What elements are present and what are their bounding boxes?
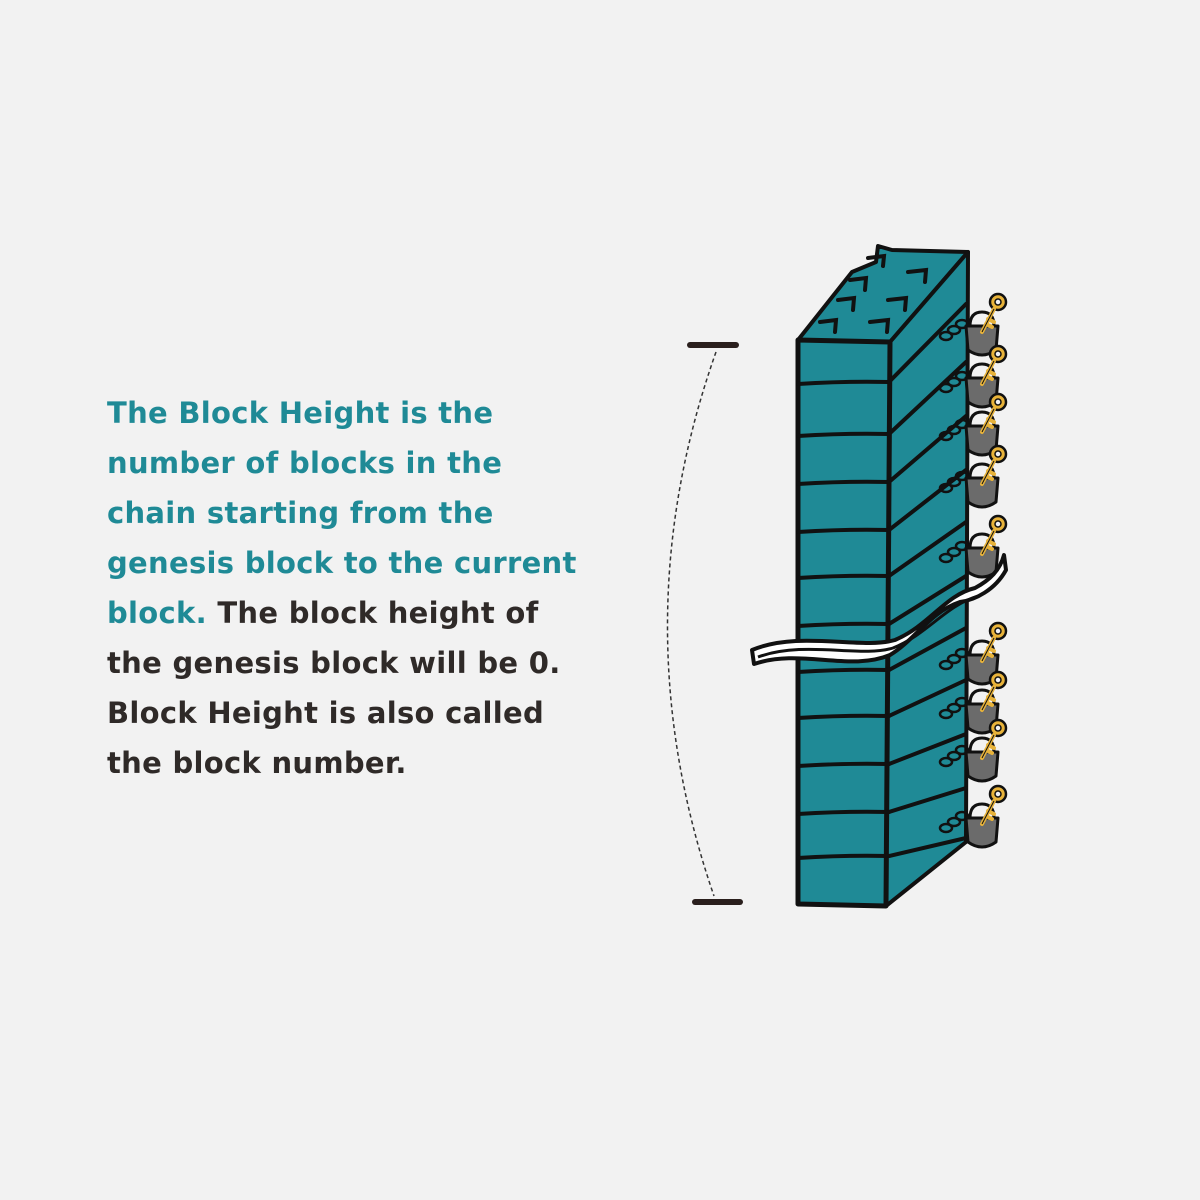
block-side-divider (887, 302, 968, 384)
block-side-divider (887, 626, 968, 672)
block-height-description: The Block Height is the number of blocks… (107, 388, 577, 788)
height-bracket-icon (666, 342, 743, 905)
stack-of-blocks-icon (795, 244, 970, 909)
padlock-icon (938, 392, 1008, 457)
wavy-break-icon (750, 553, 1008, 666)
block-divider (796, 809, 891, 816)
block-side-divider (887, 574, 968, 626)
description-line: the block number. (107, 746, 407, 780)
description-line: Block Height is also called (107, 696, 545, 730)
block-divider (796, 573, 891, 580)
block-side-divider (887, 786, 968, 814)
block-side-divider (887, 468, 968, 532)
description-line: chain starting from the (107, 496, 494, 530)
padlock-icon (938, 718, 1008, 783)
block-side-divider (887, 732, 968, 766)
block-divider (796, 853, 891, 860)
block-side-divider (887, 360, 968, 436)
padlock-chain-group (938, 292, 1008, 849)
block-side-divider (887, 520, 968, 578)
description-line: block. The block height of (107, 596, 539, 630)
block-side-divider (887, 678, 968, 718)
block-divider (796, 761, 891, 768)
description-line: genesis block to the current (107, 546, 577, 580)
description-line: the genesis block will be 0. (107, 646, 561, 680)
block-divider (796, 713, 891, 720)
padlock-icon (938, 514, 1008, 579)
block-side-divider (887, 836, 968, 858)
block-divider (796, 431, 891, 438)
block-divider (796, 621, 891, 628)
block-divider (796, 479, 891, 486)
padlock-icon (938, 444, 1008, 509)
description-line: number of blocks in the (107, 446, 503, 480)
block-divider (796, 667, 891, 674)
description-line: The Block Height is the (107, 396, 494, 430)
block-divider (796, 379, 891, 386)
block-divider (796, 527, 891, 534)
padlock-icon (938, 784, 1008, 849)
